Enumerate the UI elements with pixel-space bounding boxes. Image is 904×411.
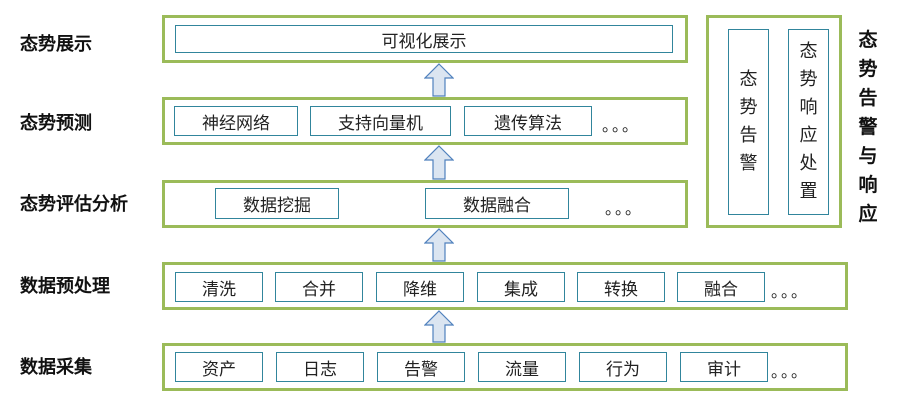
vertical-char: 应 (858, 203, 878, 225)
vertical-char: 态 (739, 69, 758, 90)
vertical-char: 态 (858, 29, 878, 51)
layer-label-predict: 态势预测 (20, 113, 92, 134)
layer-preprocess: 清洗 合并 降维 集成 转换 融合 。。。 (162, 262, 848, 310)
box-data-mining: 数据挖掘 (215, 188, 339, 219)
layer-label-preprocess: 数据预处理 (20, 276, 110, 297)
box-behavior: 行为 (579, 352, 667, 382)
box-transform: 转换 (577, 272, 665, 302)
box-assets: 资产 (175, 352, 263, 382)
box-svm: 支持向量机 (310, 106, 451, 136)
arrow-up-icon (424, 310, 454, 343)
layer-predict: 神经网络 支持向量机 遗传算法 。。。 (162, 97, 688, 145)
box-neural-network: 神经网络 (174, 106, 298, 136)
vertical-char: 警 (858, 116, 878, 138)
vertical-char: 响 (858, 174, 878, 196)
box-dimension-reduction: 降维 (376, 272, 464, 302)
arrow-up-icon (424, 228, 454, 262)
vertical-char: 告 (858, 87, 878, 109)
box-fuse: 融合 (677, 272, 765, 302)
vertical-char: 势 (858, 58, 878, 80)
layer-display: 可视化展示 (162, 15, 688, 63)
collect-more: 。。。 (771, 362, 810, 381)
vertical-char: 告 (739, 125, 758, 146)
box-merge: 合并 (275, 272, 363, 302)
vertical-char: 置 (799, 181, 818, 202)
box-genetic-algorithm: 遗传算法 (464, 106, 592, 136)
layer-assess: 数据挖掘 数据融合 。。。 (162, 180, 688, 228)
box-situation-alert: 态势告警 (728, 29, 769, 215)
predict-more: 。。。 (602, 116, 641, 135)
arrow-up-icon (424, 145, 454, 180)
box-situation-response: 态势响应处置 (788, 29, 829, 215)
layer-label-display: 态势展示 (20, 34, 92, 55)
vertical-char: 处 (799, 153, 818, 174)
preprocess-more: 。。。 (771, 282, 810, 301)
vertical-char: 警 (739, 153, 758, 174)
side-panel: 态势告警 态势响应处置 (706, 15, 842, 228)
box-data-fusion: 数据融合 (425, 188, 569, 219)
layer-label-assess: 态势评估分析 (20, 194, 128, 215)
vertical-char: 态 (799, 41, 818, 62)
vertical-char: 与 (858, 145, 878, 167)
vertical-char: 势 (739, 97, 758, 118)
side-panel-label: 态势告警与响应 (853, 26, 883, 229)
vertical-char: 应 (799, 125, 818, 146)
layer-label-collect: 数据采集 (20, 357, 92, 378)
box-clean: 清洗 (175, 272, 263, 302)
vertical-char: 响 (799, 97, 818, 118)
assess-more: 。。。 (605, 199, 644, 218)
box-audit: 审计 (680, 352, 768, 382)
layer-collect: 资产 日志 告警 流量 行为 审计 。。。 (162, 343, 848, 391)
box-integrate: 集成 (477, 272, 565, 302)
vertical-char: 势 (799, 69, 818, 90)
box-traffic: 流量 (478, 352, 566, 382)
box-logs: 日志 (276, 352, 364, 382)
arrow-up-icon (424, 63, 454, 97)
box-alerts: 告警 (377, 352, 465, 382)
box-visualization: 可视化展示 (175, 25, 673, 53)
